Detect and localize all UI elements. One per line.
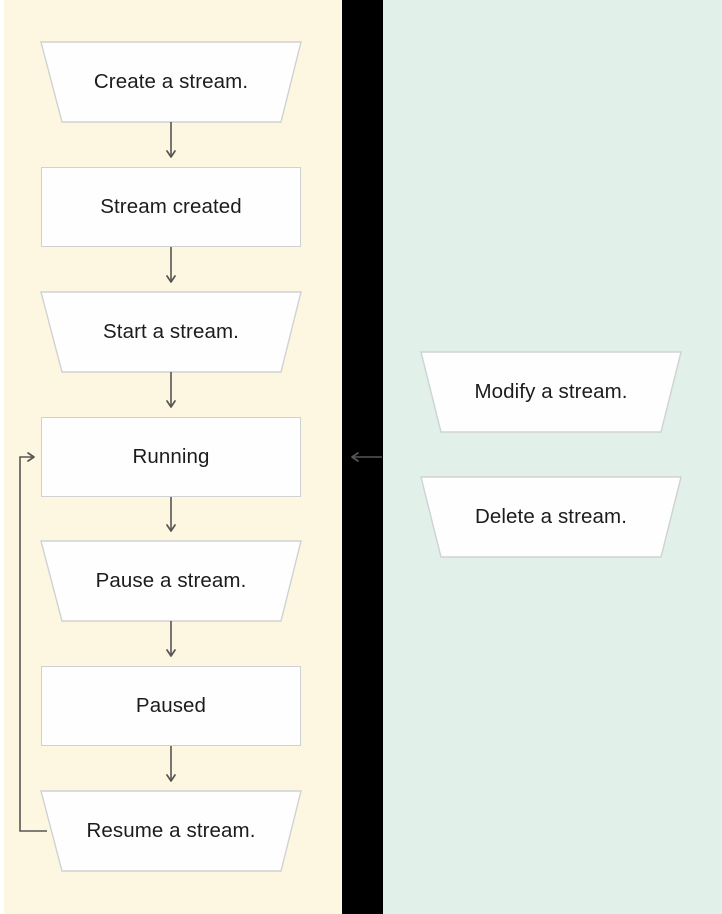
panel-divider-band [342,0,383,914]
node-label-create-a-stream: Create a stream. [93,69,249,93]
node-start-a-stream[interactable]: Start a stream. [41,292,301,372]
node-label-paused: Paused [135,693,207,717]
node-label-start-a-stream: Start a stream. [103,319,239,343]
node-create-a-stream[interactable]: Create a stream. [41,42,301,122]
node-label-delete-a-stream: Delete a stream. [475,504,627,528]
node-delete-a-stream[interactable]: Delete a stream. [421,477,681,557]
node-label-modify-a-stream: Modify a stream. [474,379,628,403]
node-label-resume-a-stream: Resume a stream. [86,818,256,842]
right-panel-background [383,0,722,914]
node-label-pause-a-stream: Pause a stream. [95,568,247,592]
node-pause-a-stream[interactable]: Pause a stream. [41,541,301,621]
node-running[interactable]: Running [41,417,301,497]
node-modify-a-stream[interactable]: Modify a stream. [421,352,681,432]
node-stream-created[interactable]: Stream created [41,167,301,247]
node-resume-a-stream[interactable]: Resume a stream. [41,791,301,871]
node-paused[interactable]: Paused [41,666,301,746]
node-label-running: Running [132,444,210,468]
node-label-stream-created: Stream created [100,194,242,218]
